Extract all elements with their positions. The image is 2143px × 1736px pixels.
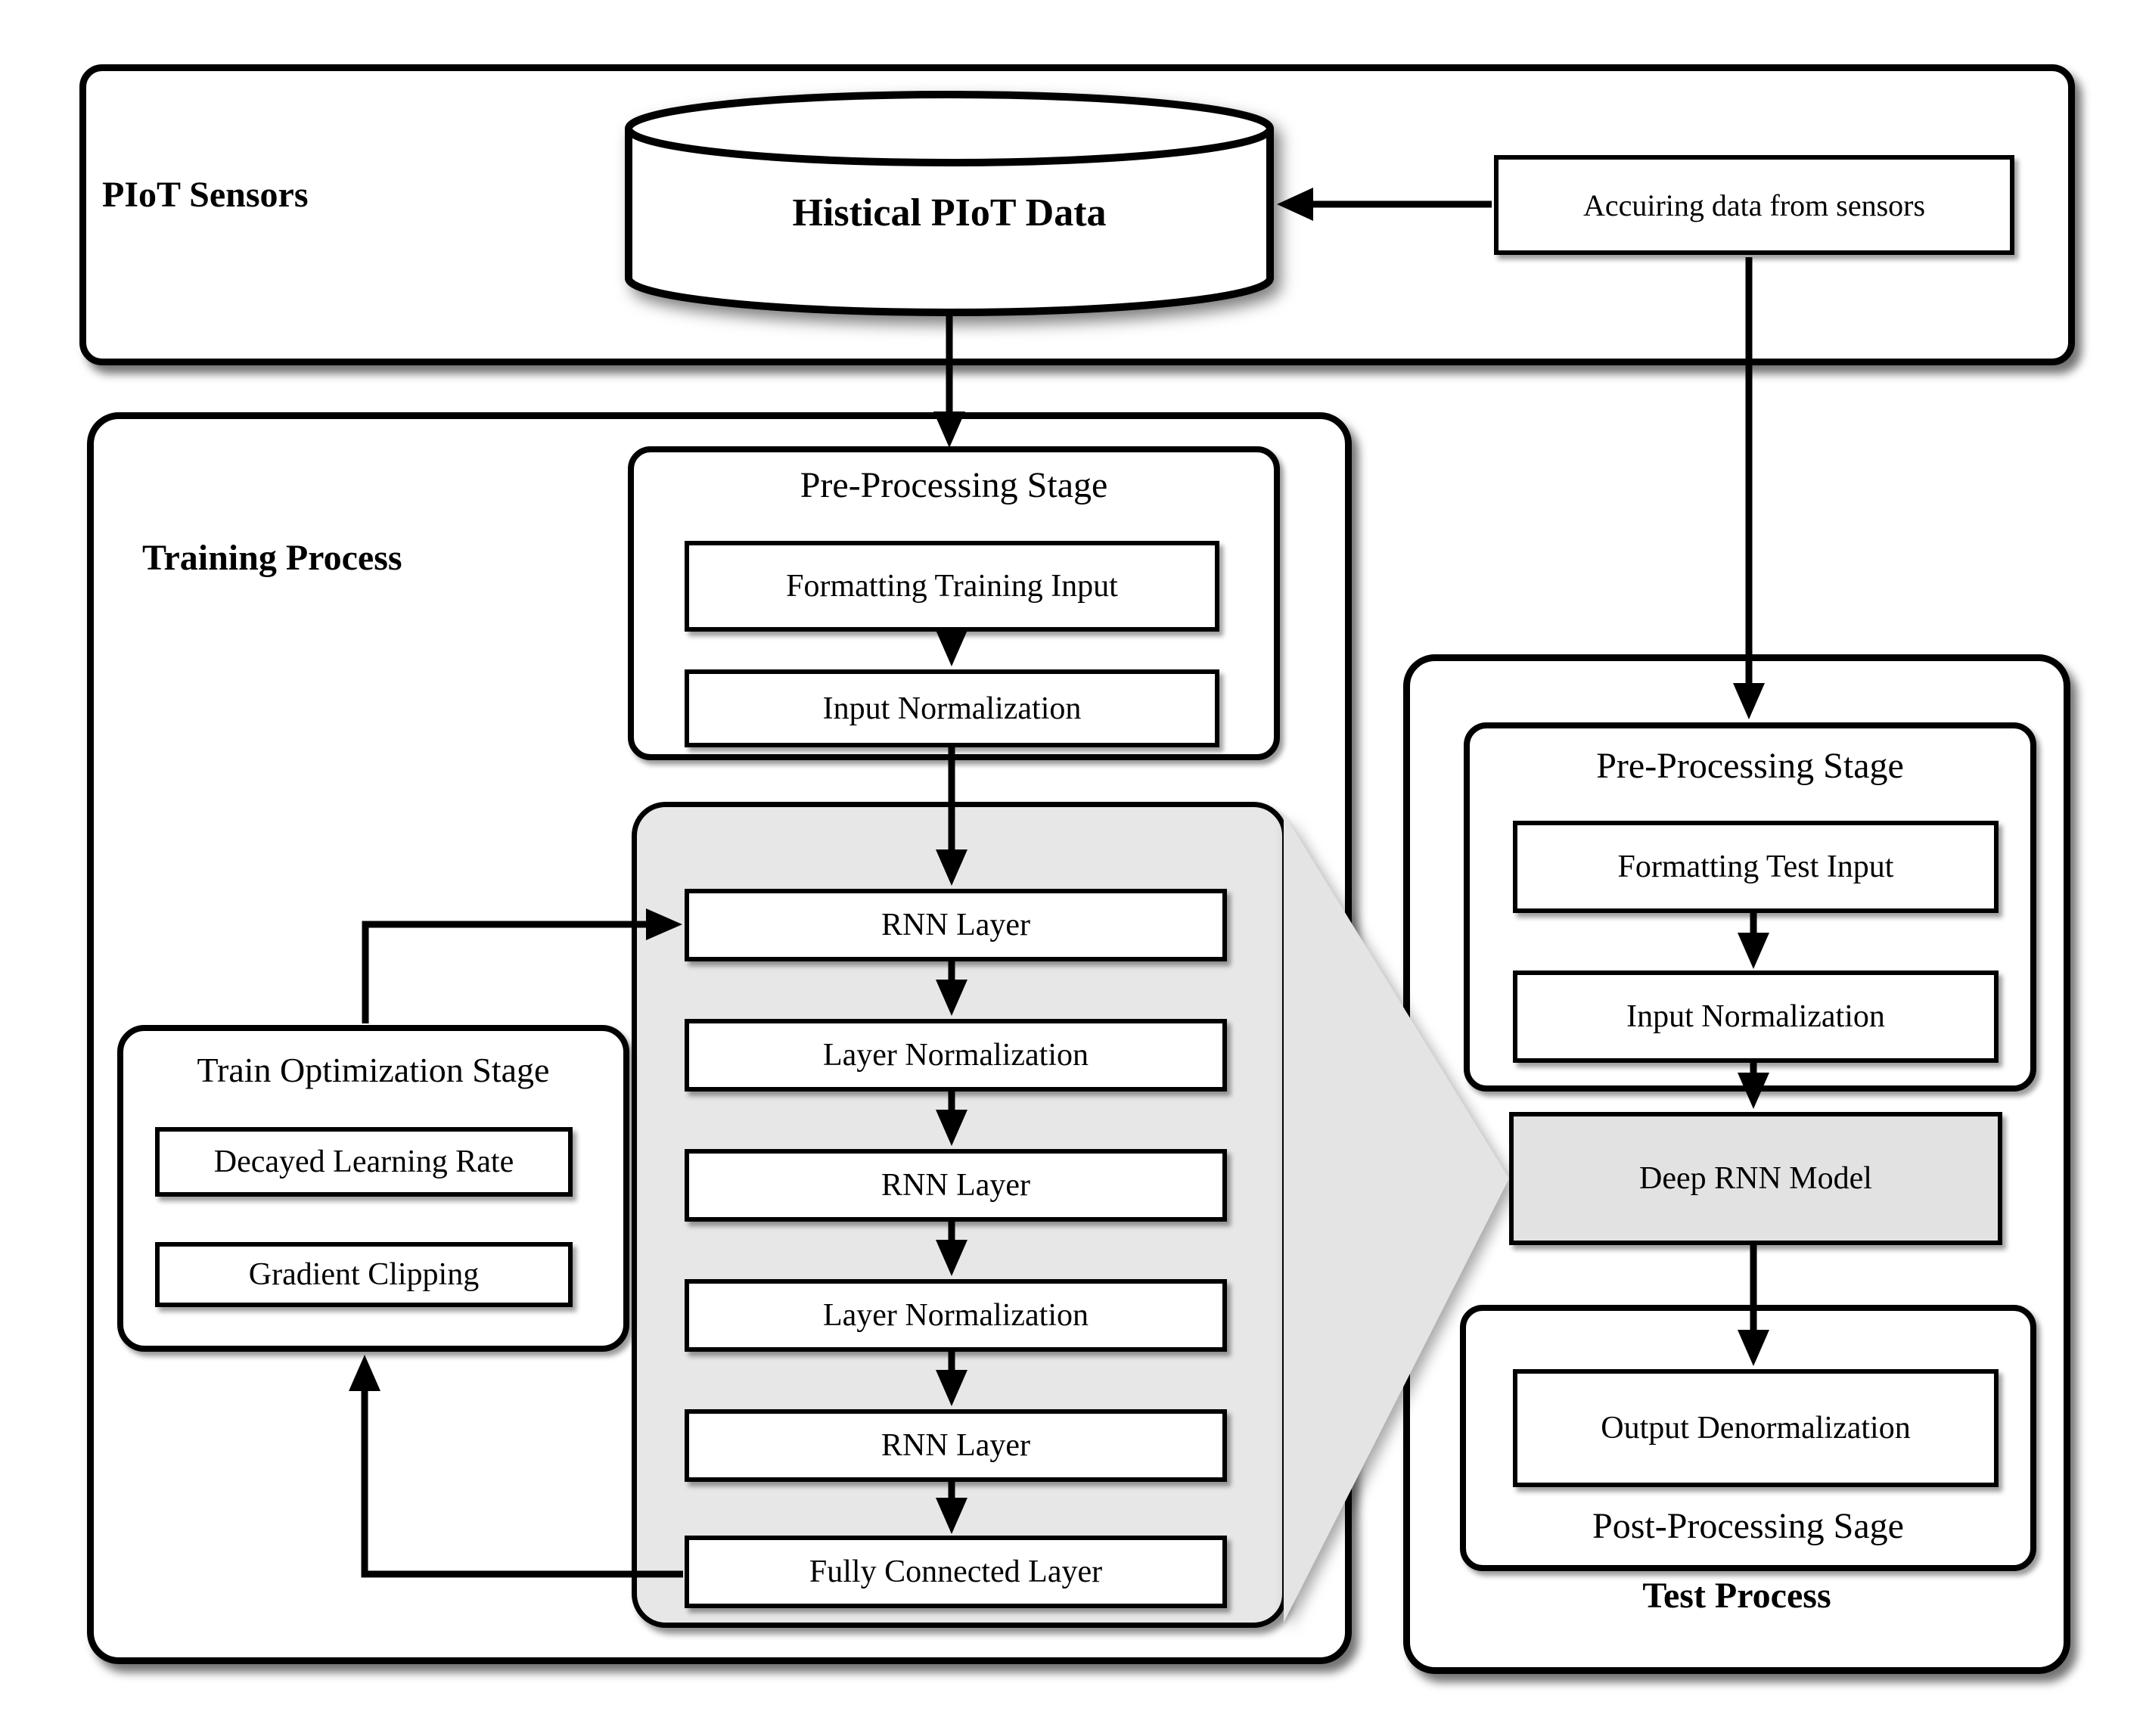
input-normalization-training-box: Input Normalization bbox=[685, 669, 1219, 747]
formatting-test-input-box: Formatting Test Input bbox=[1513, 821, 1999, 913]
deep-rnn-model-box: Deep RNN Model bbox=[1509, 1112, 2002, 1245]
acquire-data-box: Accuiring data from sensors bbox=[1494, 155, 2014, 255]
formatting-training-input-box: Formatting Training Input bbox=[685, 541, 1219, 632]
rnn-layer-3-box: RNN Layer bbox=[685, 1409, 1227, 1482]
post-processing-title: Post-Processing Sage bbox=[1592, 1506, 1904, 1546]
training-process-label: Training Process bbox=[142, 538, 402, 578]
input-normalization-test-box: Input Normalization bbox=[1513, 970, 1999, 1063]
rnn-layer-2-box: RNN Layer bbox=[685, 1149, 1227, 1222]
test-preprocessing-title: Pre-Processing Stage bbox=[1596, 746, 1904, 786]
layer-normalization-1-box: Layer Normalization bbox=[685, 1019, 1227, 1092]
rnn-layer-1-box: RNN Layer bbox=[685, 889, 1227, 961]
piot-sensors-label: PIoT Sensors bbox=[102, 175, 309, 215]
output-denormalization-box: Output Denormalization bbox=[1513, 1369, 1999, 1487]
gradient-clipping-box: Gradient Clipping bbox=[155, 1242, 573, 1307]
layer-normalization-2-box: Layer Normalization bbox=[685, 1279, 1227, 1352]
test-process-label: Test Process bbox=[1642, 1576, 1831, 1616]
fully-connected-layer-box: Fully Connected Layer bbox=[685, 1536, 1227, 1608]
database-label: Histical PIoT Data bbox=[792, 191, 1107, 234]
training-preprocessing-title: Pre-Processing Stage bbox=[800, 465, 1108, 505]
train-optimization-title: Train Optimization Stage bbox=[197, 1051, 550, 1089]
decayed-learning-rate-box: Decayed Learning Rate bbox=[155, 1127, 573, 1197]
